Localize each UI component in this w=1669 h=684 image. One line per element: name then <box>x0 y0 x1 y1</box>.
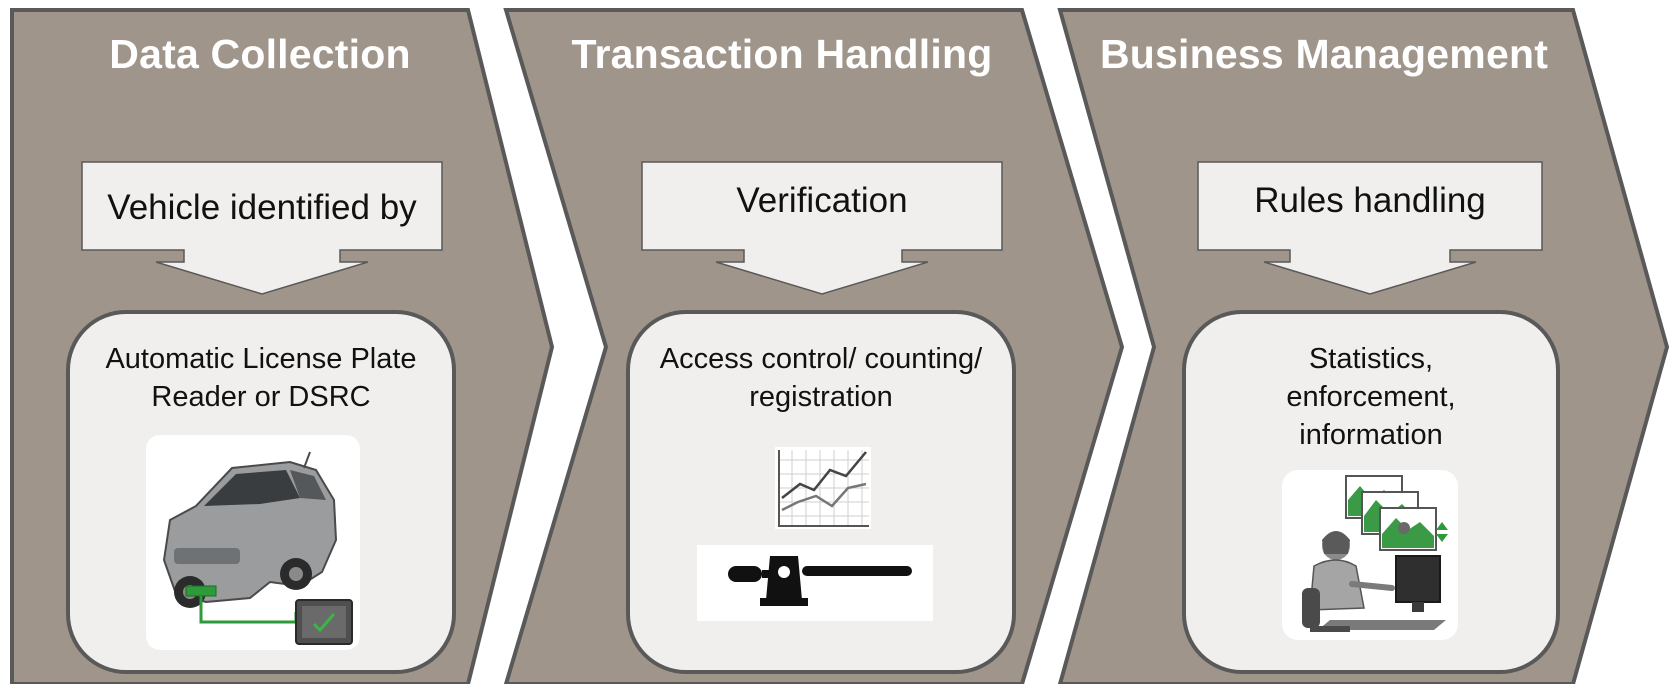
stage-3-title: Business Management <box>1099 31 1549 77</box>
car-icon <box>162 451 338 608</box>
stage-2-title: Transaction Handling <box>571 31 993 77</box>
operator-at-monitors-icon <box>1282 470 1458 640</box>
stage-3-callout-label: Rules handling <box>1254 181 1486 220</box>
barrier-gate-icon <box>697 545 933 621</box>
stage-2-callout-label: Verification <box>736 181 908 220</box>
car-illustration <box>146 435 360 650</box>
stage-1-detail-label: Automatic License Plate Reader or DSRC <box>105 343 417 413</box>
stage-1-title: Data Collection <box>109 31 411 77</box>
stage-2-callout-arrow <box>641 161 1003 295</box>
stage-3-detail-label: Statistics, enforcement, information <box>1286 343 1456 451</box>
stage-3-callout-arrow <box>1197 161 1543 295</box>
stage-2-detail-label: Access control/ counting/ registration <box>659 343 983 413</box>
stage-1-callout-arrow <box>81 161 443 295</box>
line-chart-icon <box>775 447 871 529</box>
license-plate-reader-icon <box>185 585 353 645</box>
stage-1-callout-label: Vehicle identified by <box>107 188 417 227</box>
